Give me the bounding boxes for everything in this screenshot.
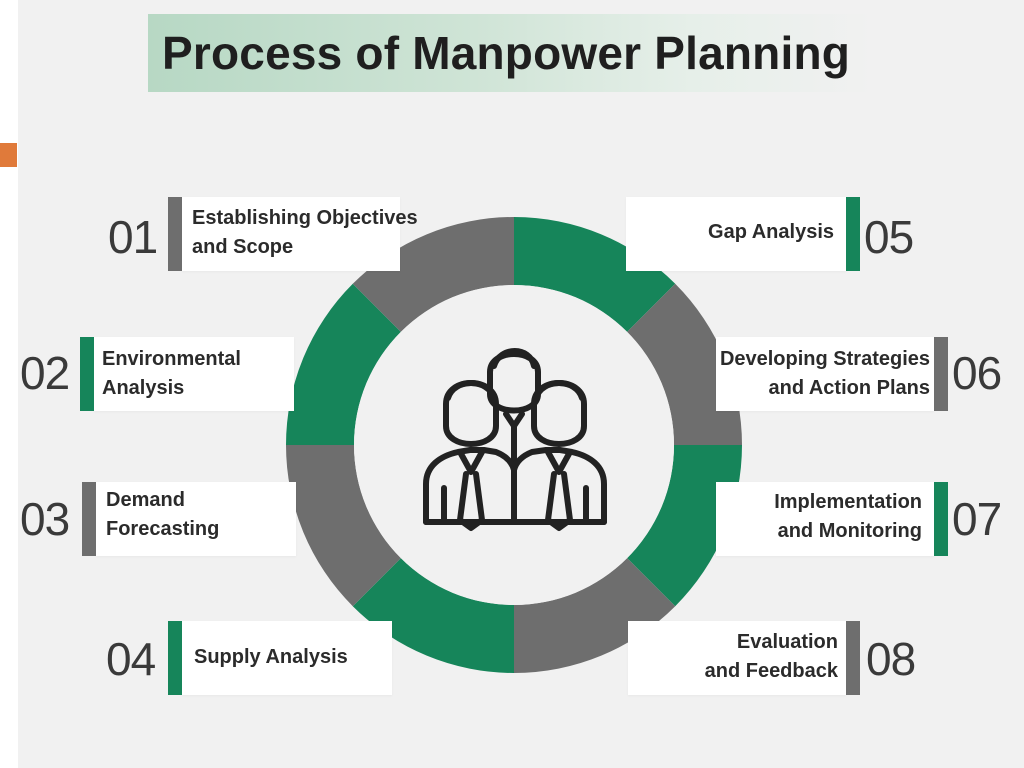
step-label-03-line2: Forecasting	[106, 518, 220, 540]
step-number-01: 01	[108, 211, 158, 263]
people-group-icon	[423, 348, 607, 531]
step-card-06: Developing Strategies and Action Plans	[716, 337, 934, 411]
step-number-03: 03	[20, 493, 70, 545]
step-label-08-line2: and Feedback	[704, 660, 838, 682]
step-label-03-line1: Demand	[106, 489, 185, 511]
ring-segment	[286, 445, 401, 607]
title-banner	[148, 14, 873, 92]
ring-segment	[627, 445, 742, 607]
step-card-08: Evaluation and Feedback	[628, 621, 846, 695]
step-bar-07	[934, 482, 948, 556]
step-label-04-line1: Supply Analysis	[194, 646, 348, 668]
step-bar-04	[168, 621, 182, 695]
page-title: Process of Manpower Planning	[162, 27, 851, 79]
step-label-08-line1: Evaluation	[736, 631, 838, 653]
step-label-06: Developing Strategies and Action Plans	[720, 345, 930, 403]
person-left-icon	[423, 380, 519, 531]
step-label-01-line2: and Scope	[192, 236, 294, 258]
step-label-02: Environmental Analysis	[102, 345, 241, 403]
step-label-05: Gap Analysis	[708, 218, 834, 247]
step-bar-03	[82, 482, 96, 556]
step-bar-02	[80, 337, 94, 411]
step-label-06-line1: Developing Strategies	[719, 348, 930, 370]
step-bar-01	[168, 197, 182, 271]
step-label-03: Demand Forecasting	[106, 486, 219, 544]
ring-segment	[286, 283, 401, 445]
step-label-01: Establishing Objectives and Scope	[192, 204, 418, 262]
step-number-05: 05	[864, 211, 914, 263]
step-label-02-line1: Environmental	[102, 348, 241, 370]
step-card-03: Demand Forecasting	[96, 482, 296, 556]
ring-segment	[627, 283, 742, 445]
step-bar-05	[846, 197, 860, 271]
ring-segment	[514, 217, 676, 332]
step-card-02: Environmental Analysis	[94, 337, 294, 411]
step-number-06: 06	[952, 347, 1002, 399]
step-label-07-line2: and Monitoring	[777, 520, 922, 542]
ring-segment	[352, 558, 514, 673]
step-label-08: Evaluation and Feedback	[705, 628, 838, 686]
ring-segments	[286, 217, 742, 673]
step-card-05: Gap Analysis	[626, 197, 846, 271]
step-number-02: 02	[20, 347, 70, 399]
step-label-05-line1: Gap Analysis	[708, 221, 834, 243]
ring-segment	[352, 217, 514, 332]
step-bar-08	[846, 621, 860, 695]
ring-segment	[514, 558, 676, 673]
step-card-01: Establishing Objectives and Scope	[182, 197, 418, 271]
step-label-01-line1: Establishing Objectives	[192, 207, 418, 229]
step-card-04: Supply Analysis	[182, 621, 392, 695]
step-label-02-line2: Analysis	[102, 377, 185, 399]
step-number-08: 08	[866, 633, 916, 685]
step-number-07: 07	[952, 493, 1002, 545]
step-number-04: 04	[106, 633, 156, 685]
step-bar-06	[934, 337, 948, 411]
step-card-07: Implementation and Monitoring	[716, 482, 934, 556]
step-label-07-line1: Implementation	[774, 491, 922, 513]
step-label-06-line2: and Action Plans	[768, 377, 930, 399]
step-label-07: Implementation and Monitoring	[774, 488, 922, 546]
person-right-icon	[511, 380, 607, 531]
step-label-04: Supply Analysis	[194, 643, 348, 672]
accent-mark	[0, 143, 17, 167]
